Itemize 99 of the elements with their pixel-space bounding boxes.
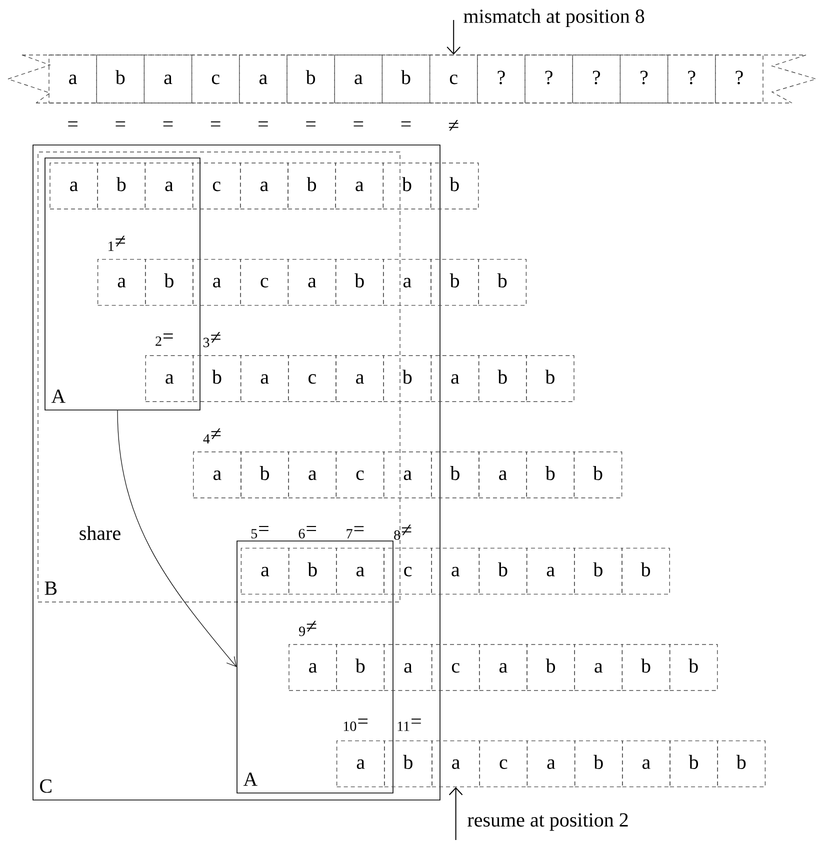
pattern-cell: b	[384, 740, 432, 788]
pattern-cell: a	[526, 740, 576, 788]
pattern-cell: a	[192, 258, 241, 306]
pattern-cell: a	[144, 162, 194, 210]
tape-cell: ?	[572, 54, 621, 104]
pattern-cell: b	[574, 740, 623, 788]
pattern-cell: b	[478, 548, 528, 595]
comparison-sign: =	[210, 121, 220, 126]
comparison-mark: $_{4}$≠	[203, 428, 221, 444]
tape-cell: a	[334, 54, 383, 104]
pattern-cell: a	[431, 548, 480, 595]
pointer-arrow	[448, 787, 463, 840]
pattern-cell: b	[526, 355, 574, 402]
tape-cell: a	[239, 54, 288, 104]
pattern-cell: a	[383, 452, 432, 498]
comparison-mark: $_{2}$=	[156, 333, 173, 346]
pointer-arrow	[446, 20, 461, 55]
comparison-sign: =	[354, 121, 364, 126]
tape-cell: c	[429, 54, 478, 104]
pattern-cell: a	[240, 548, 290, 595]
pattern-cell: c	[384, 548, 432, 595]
pattern-cell: b	[240, 452, 289, 498]
pattern-cell: b	[288, 162, 336, 210]
tape-cell: c	[191, 54, 240, 104]
pattern-cell: a	[97, 258, 146, 306]
pattern-cell: a	[574, 644, 623, 691]
pattern-cell: c	[336, 452, 384, 498]
pattern-cell: b	[526, 644, 575, 691]
pattern-cell: b	[145, 258, 194, 306]
pattern-cell: a	[240, 355, 289, 402]
annotation-text: resume at position 2	[468, 813, 628, 831]
tape-cell: ?	[667, 54, 716, 104]
comparison-mark: $_{11}$=	[398, 718, 421, 731]
comparison-sign: =	[401, 121, 411, 126]
pattern-cell: b	[97, 162, 146, 210]
pattern-cell: b	[478, 355, 527, 402]
pattern-cell: b	[192, 355, 242, 402]
edge-label: share	[80, 526, 120, 540]
pattern-cell: b	[430, 162, 479, 210]
pattern-cell: a	[336, 740, 385, 788]
comparison-mark: $_{1}$≠	[108, 236, 125, 251]
tape-cell: ?	[620, 54, 668, 104]
pattern-cell: a	[336, 355, 384, 402]
pattern-cell: a	[288, 258, 336, 306]
pattern-cell: a	[383, 258, 432, 306]
pattern-cell: b	[336, 644, 385, 691]
tape-cell: b	[96, 54, 145, 104]
tape-cell: a	[144, 54, 192, 104]
pattern-cell: b	[622, 644, 670, 691]
pattern-cell: a	[336, 548, 384, 595]
pattern-cell: b	[574, 548, 622, 595]
pattern-cell: b	[288, 548, 337, 595]
pattern-cell: a	[145, 355, 194, 402]
pattern-cell: a	[430, 355, 480, 402]
comparison-sign: =	[116, 121, 126, 126]
pattern-cell: a	[432, 740, 480, 788]
pattern-cell: c	[240, 258, 289, 306]
pattern-cell: a	[526, 548, 575, 595]
pattern-cell: c	[288, 355, 336, 402]
tape-cell: b	[382, 54, 430, 104]
comparison-sign: =	[306, 121, 316, 126]
pattern-cell: b	[526, 452, 575, 498]
pattern-cell: a	[193, 452, 242, 498]
comparison-mark: $_{10}$=	[344, 718, 368, 731]
pattern-cell: b	[382, 162, 432, 210]
pattern-cell: b	[669, 644, 718, 691]
pattern-cell: b	[431, 452, 480, 498]
tape-cell: ?	[477, 54, 526, 104]
pattern-cell: c	[192, 162, 241, 210]
pattern-cell: b	[670, 740, 718, 788]
pattern-cell: b	[335, 258, 384, 306]
pattern-cell: a	[384, 644, 432, 691]
pattern-cell: b	[383, 355, 432, 402]
curved-arrow	[117, 410, 237, 667]
pattern-cell: c	[479, 740, 528, 788]
pattern-cell: a	[479, 644, 528, 691]
annotation-text: mismatch at position 8	[464, 8, 644, 28]
tape-cell: a	[48, 54, 97, 104]
pattern-cell: c	[431, 644, 480, 691]
pattern-cell: a	[50, 162, 98, 210]
pattern-cell: a	[478, 452, 527, 498]
comparison-sign: =	[163, 121, 173, 126]
pattern-cell: a	[240, 162, 288, 210]
pattern-cell: b	[478, 258, 527, 306]
pattern-cell: a	[288, 452, 337, 498]
pattern-cell: a	[288, 644, 337, 691]
pattern-cell: a	[335, 162, 384, 210]
pattern-cell: b	[430, 258, 479, 306]
comparison-sign: =	[258, 121, 268, 126]
pattern-cell: b	[574, 452, 622, 498]
pattern-cell: b	[717, 740, 766, 788]
comparison-sign: =	[68, 121, 78, 126]
pattern-cell: a	[622, 740, 670, 788]
tape-cell: ?	[715, 54, 764, 104]
pattern-cell: b	[622, 548, 670, 595]
comparison-mark: $_{8}$≠	[394, 524, 412, 540]
comparison-mark: $_{9}$≠	[299, 620, 316, 636]
tape-cell: b	[286, 54, 335, 104]
tape-cell: ?	[524, 54, 573, 104]
